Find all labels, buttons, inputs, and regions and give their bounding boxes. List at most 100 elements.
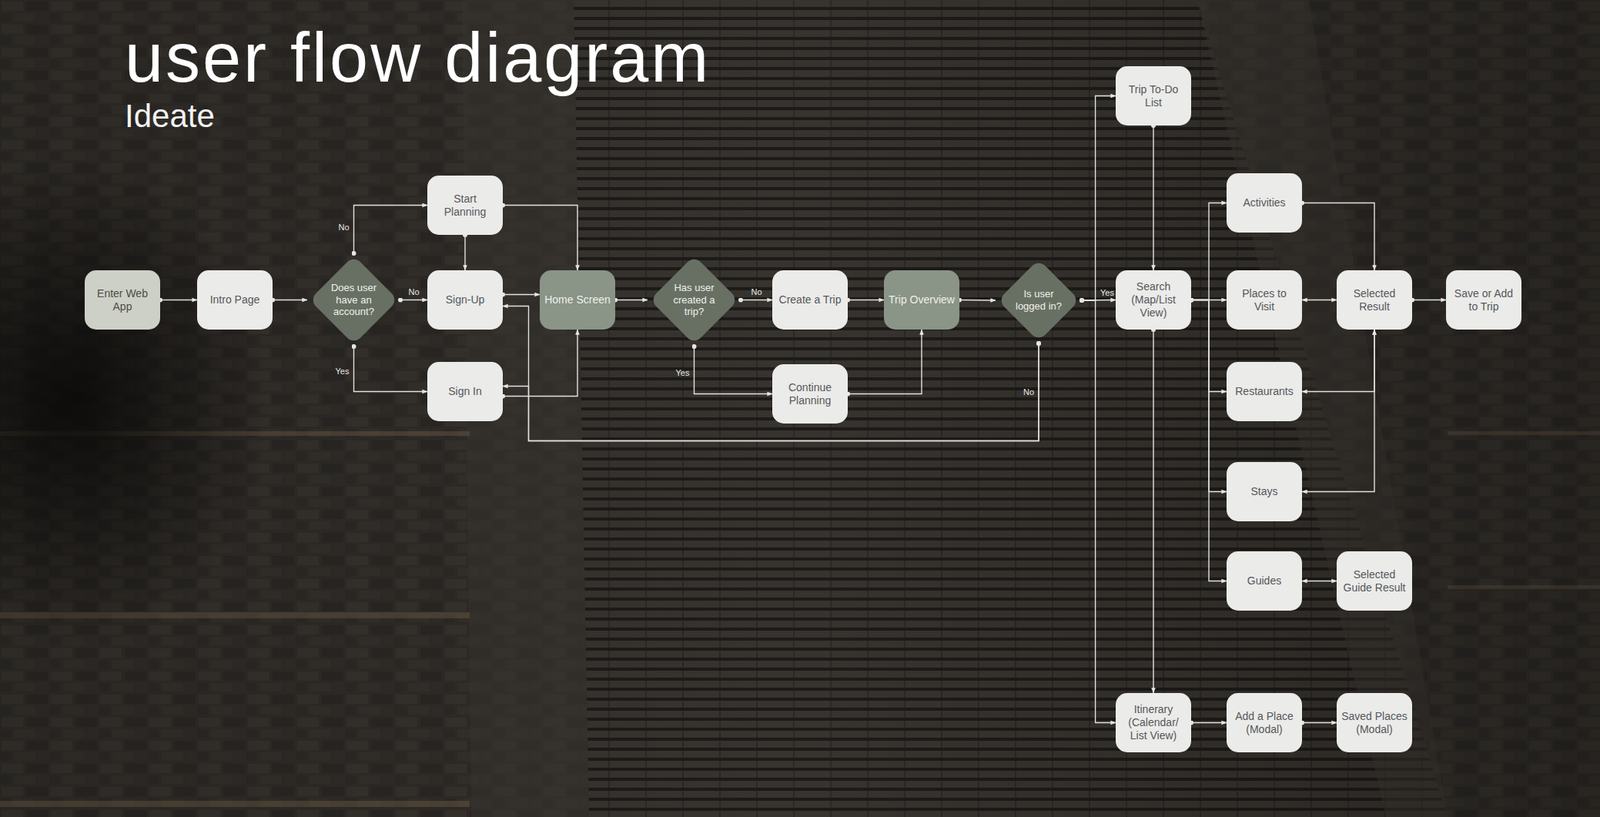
edge-label: No: [338, 222, 349, 232]
process-box: Add a Place (Modal): [1226, 692, 1303, 753]
node-label: Search (Map/List View): [1120, 280, 1187, 319]
node-text-group: Search (Map/List View): [1120, 280, 1187, 319]
process-box: Places to Visit: [1226, 270, 1303, 330]
flow-connector: [1152, 125, 1154, 271]
node-text-group: Restaurants: [1231, 384, 1298, 399]
flow-connector: [694, 346, 774, 395]
node-label: Itinerary (Calendar/ List View): [1120, 702, 1187, 742]
flow-connector: [1081, 96, 1116, 302]
node-text-group: Add a Place (Modal): [1231, 709, 1298, 737]
node-text-group: Save or Add to Trip: [1450, 287, 1517, 314]
flow-connector: [1302, 580, 1337, 582]
subtitle: Ideate: [124, 98, 215, 134]
node-label: Activities: [1231, 196, 1298, 210]
process-box: Continue Planning: [772, 364, 848, 424]
node-text-group: Selected Guide Result: [1341, 568, 1408, 595]
node-text-group: Trip Overview: [888, 293, 955, 307]
flow-connector: [740, 299, 773, 301]
flow-connector: [847, 299, 884, 301]
flow-connector: [1191, 203, 1227, 301]
node-label: Continue Planning: [776, 381, 844, 408]
process-box: Activities: [1226, 173, 1303, 233]
node-label: Sign-Up: [431, 293, 499, 307]
node-label: Selected Guide Result: [1341, 568, 1408, 595]
process-box: Save or Add to Trip: [1446, 270, 1522, 330]
edge-label: Yes: [1100, 287, 1115, 298]
node-label: Enter Web App: [89, 287, 156, 314]
process-box: Sign-Up: [427, 270, 503, 330]
process-box: Itinerary (Calendar/ List View): [1115, 692, 1192, 753]
node-text-group: Activities: [1231, 196, 1298, 210]
node-label: Has user created a trip?: [669, 281, 720, 318]
node-label: Guides: [1231, 574, 1298, 588]
node-label: Saved Places (Modal): [1341, 709, 1408, 737]
flow-connector: [272, 299, 308, 301]
flow-connector: [1081, 300, 1116, 724]
flow-connector: [1302, 299, 1337, 301]
node-label: Trip To-Do List: [1120, 83, 1187, 110]
node-label: Selected Result: [1341, 287, 1408, 314]
node-text-group: Enter Web App: [89, 287, 156, 314]
flow-connector: [354, 205, 429, 255]
node-label: Create a Trip: [776, 293, 844, 307]
edge-label: No: [408, 287, 419, 297]
process-box: Guides: [1226, 551, 1303, 611]
node-text-group: Saved Places (Modal): [1341, 709, 1408, 737]
flow-connector: [1412, 299, 1447, 301]
node-text-group: Itinerary (Calendar/ List View): [1120, 702, 1187, 742]
node-text-group: Trip To-Do List: [1120, 83, 1187, 110]
process-box: Enter Web App: [84, 270, 161, 330]
edge-label: No: [750, 287, 762, 297]
flow-connector: [464, 234, 466, 271]
flow-connector: [400, 299, 428, 301]
flow-connector: [354, 346, 429, 392]
process-box: Restaurants: [1226, 361, 1303, 422]
flow-connector: [502, 294, 540, 295]
node-label: Add a Place (Modal): [1231, 709, 1298, 737]
node-text-group: Places to Visit: [1231, 287, 1298, 314]
decision-diamond: Is user logged in?: [995, 257, 1082, 344]
node-label: Home Screen: [544, 293, 611, 307]
edge-label: Yes: [676, 368, 690, 378]
edge-label: Yes: [335, 366, 350, 376]
node-text-group: Continue Planning: [776, 381, 844, 408]
process-box: Trip Overview: [883, 270, 960, 330]
process-box: Selected Result: [1336, 270, 1413, 330]
diamond-fill: [997, 259, 1080, 342]
node-label: Save or Add to Trip: [1450, 287, 1517, 314]
process-box: Sign In: [427, 361, 503, 422]
node-label: Is user logged in?: [1013, 287, 1065, 312]
node-label: Intro Page: [201, 293, 268, 307]
node-label: Trip Overview: [888, 293, 955, 307]
edge-label: No: [1023, 387, 1035, 397]
process-box: Selected Guide Result: [1336, 551, 1413, 611]
node-text-group: Selected Result: [1341, 287, 1408, 314]
node-label: Sign In: [431, 384, 499, 399]
title: user flow diagram: [124, 20, 711, 97]
node-text-group: Is user logged in?: [1013, 287, 1065, 312]
node-text-group: Does user have an account?: [328, 281, 380, 318]
node-label: Places to Visit: [1231, 287, 1298, 314]
node-text-group: Intro Page: [201, 293, 268, 307]
flow-connector: [160, 299, 198, 301]
node-label: Stays: [1231, 485, 1298, 499]
flow-connector: [502, 205, 578, 272]
node-text-group: Has user created a trip?: [669, 281, 720, 318]
process-box: Intro Page: [197, 270, 273, 330]
node-text-group: Start Planning: [431, 192, 499, 219]
diamond-fill: [649, 255, 739, 345]
process-box: Trip To-Do List: [1115, 66, 1192, 126]
decision-diamond: Has user created a trip?: [647, 253, 741, 347]
node-text-group: Guides: [1231, 574, 1298, 588]
node-label: Start Planning: [431, 192, 499, 219]
flow-connector: [615, 299, 648, 301]
node-text-group: Create a Trip: [776, 293, 844, 307]
process-box: Create a Trip: [772, 270, 848, 330]
diamond-fill: [309, 255, 399, 345]
flow-connector: [1302, 722, 1337, 724]
node-text-group: Home Screen: [544, 293, 611, 307]
node-text-group: Stays: [1231, 485, 1298, 499]
flow-connector: [1191, 722, 1227, 724]
flow-connector: [959, 299, 996, 302]
